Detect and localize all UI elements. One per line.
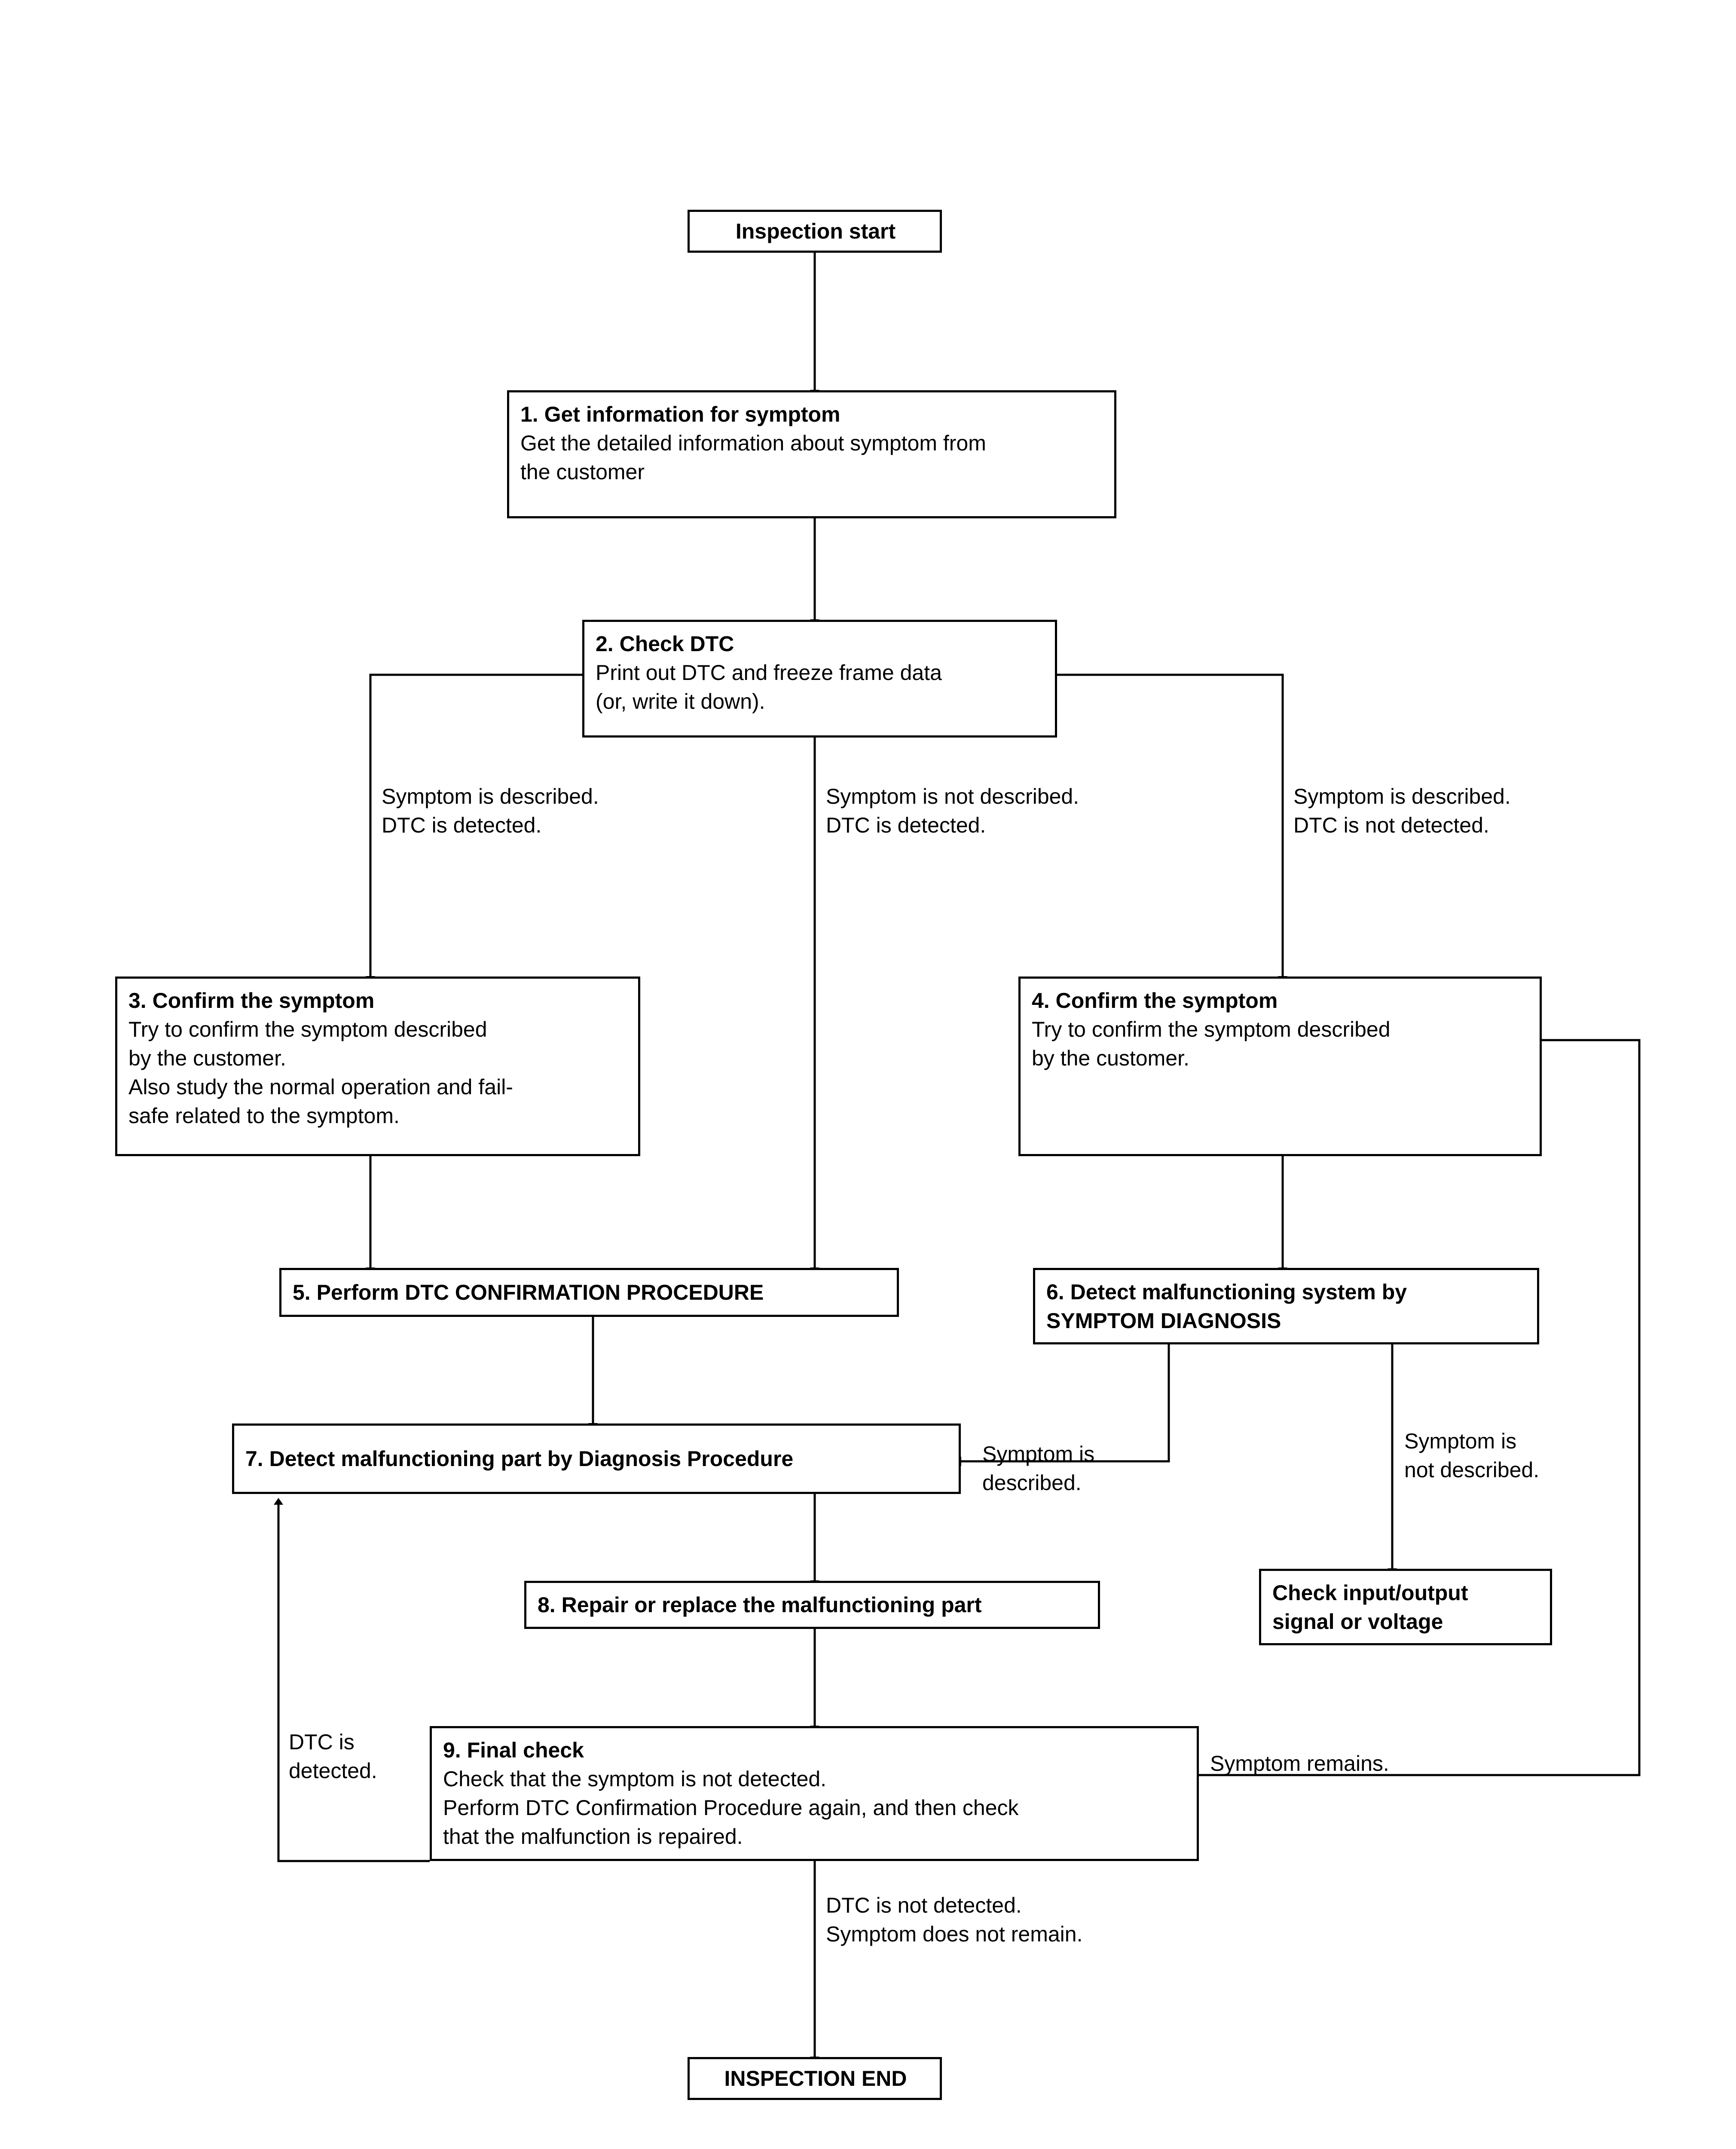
node-step6[interactable]: 6. Detect malfunctioning system by SYMPT… xyxy=(1033,1268,1539,1344)
edge-label-branch-right: Symptom is described. DTC is not detecte… xyxy=(1293,784,1511,837)
edge-step2-to-step3 xyxy=(366,673,582,983)
node-step6-title: 6. Detect malfunctioning system by SYMPT… xyxy=(1046,1280,1407,1333)
node-step3[interactable]: 3. Confirm the symptom Try to confirm th… xyxy=(115,977,640,1156)
node-inspection-end[interactable]: INSPECTION END xyxy=(688,2057,942,2100)
node-check-input-output-title: Check input/output signal or voltage xyxy=(1272,1581,1468,1634)
node-step8[interactable]: 8. Repair or replace the malfunctioning … xyxy=(524,1581,1100,1629)
node-step7-title: 7. Detect malfunctioning part by Diagnos… xyxy=(245,1446,794,1471)
edge-label-branch-mid: Symptom is not described. DTC is detecte… xyxy=(826,784,1079,837)
node-step5-title: 5. Perform DTC CONFIRMATION PROCEDURE xyxy=(293,1280,764,1304)
node-step9[interactable]: 9. Final check Check that the symptom is… xyxy=(430,1726,1199,1861)
node-inspection-start-title: Inspection start xyxy=(735,219,896,243)
node-step3-title: 3. Confirm the symptom xyxy=(128,989,375,1013)
node-step2[interactable]: 2. Check DTC Print out DTC and freeze fr… xyxy=(582,620,1057,738)
edge-step9-to-step7-loop xyxy=(274,1498,430,1862)
node-step9-body: Check that the symptom is not detected. … xyxy=(443,1767,1019,1849)
node-step7[interactable]: 7. Detect malfunctioning part by Diagnos… xyxy=(232,1423,961,1494)
node-check-input-output[interactable]: Check input/output signal or voltage xyxy=(1259,1569,1552,1645)
node-step8-title: 8. Repair or replace the malfunctioning … xyxy=(538,1592,982,1617)
edge-label-dtc-detected: DTC is detected. xyxy=(289,1730,377,1783)
node-step2-body: Print out DTC and freeze frame data (or,… xyxy=(596,661,942,713)
node-step9-title: 9. Final check xyxy=(443,1738,584,1762)
node-step2-title: 2. Check DTC xyxy=(596,632,734,656)
node-inspection-start[interactable]: Inspection start xyxy=(688,210,942,253)
node-step1-title: 1. Get information for symptom xyxy=(520,402,840,426)
edge-step6-to-step7 xyxy=(954,1344,1170,1466)
node-step4-body: Try to confirm the symptom described by … xyxy=(1032,1017,1391,1070)
edge-label-branch-left: Symptom is described. DTC is detected. xyxy=(382,784,599,837)
node-inspection-end-title: INSPECTION END xyxy=(724,2066,907,2091)
node-step4-title: 4. Confirm the symptom xyxy=(1032,989,1278,1013)
node-step1-body: Get the detailed information about sympt… xyxy=(520,431,986,484)
edge-label-symptom-remains: Symptom remains. xyxy=(1210,1751,1389,1776)
node-step1[interactable]: 1. Get information for symptom Get the d… xyxy=(507,390,1116,518)
node-step4[interactable]: 4. Confirm the symptom Try to confirm th… xyxy=(1018,977,1542,1156)
edge-label-symptom-described: Symptom is described. xyxy=(982,1442,1095,1495)
edge-step2-to-step4 xyxy=(1057,673,1287,983)
node-step3-body: Try to confirm the symptom described by … xyxy=(128,1017,513,1128)
node-step5[interactable]: 5. Perform DTC CONFIRMATION PROCEDURE xyxy=(279,1268,899,1317)
edge-label-dtc-not-detected: DTC is not detected. Symptom does not re… xyxy=(826,1893,1083,1946)
edge-label-symptom-not-described: Symptom is not described. xyxy=(1404,1429,1540,1482)
